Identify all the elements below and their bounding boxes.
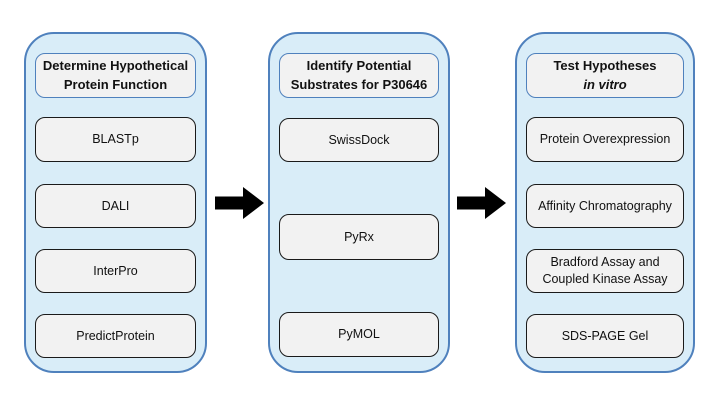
box-label: PyMOL xyxy=(338,327,380,342)
stage-container-determine-function: Determine Hypothetical Protein Function … xyxy=(24,32,207,373)
box-label: BLASTp xyxy=(92,132,139,147)
box-label: InterPro xyxy=(93,263,138,278)
stage-header-line-in-vitro: in vitro xyxy=(583,76,627,92)
box-bradford-coupled-kinase-assay: Bradford Assay and Coupled Kinase Assay xyxy=(526,249,684,293)
box-label: DALI xyxy=(101,198,130,213)
stage-header-determine-function: Determine Hypothetical Protein Function xyxy=(35,53,196,98)
box-protein-overexpression: Protein Overexpression xyxy=(526,117,684,162)
stage-header-line: Protein Function xyxy=(63,76,168,92)
stage-header-line: Determine Hypothetical xyxy=(42,58,189,74)
stage-header-test-hypotheses: Test Hypotheses in vitro xyxy=(526,53,684,98)
box-affinity-chromatography: Affinity Chromatography xyxy=(526,184,684,228)
stage-header-identify-substrates: Identify Potential Substrates for P30646 xyxy=(279,53,439,98)
box-label: PredictProtein xyxy=(76,328,155,343)
stage-container-identify-substrates: Identify Potential Substrates for P30646… xyxy=(268,32,450,373)
box-dali: DALI xyxy=(35,184,196,228)
box-predictprotein: PredictProtein xyxy=(35,314,196,358)
stage-header-line: Identify Potential xyxy=(306,58,412,74)
box-label: Protein Overexpression xyxy=(539,132,671,147)
box-label: SDS-PAGE Gel xyxy=(561,328,649,343)
box-label: PyRx xyxy=(344,229,374,244)
box-pyrx: PyRx xyxy=(279,214,439,260)
stage-header-line: Substrates for P30646 xyxy=(290,76,428,92)
stage-header-line: Test Hypotheses xyxy=(553,58,657,74)
box-label: Bradford Assay and Coupled Kinase Assay xyxy=(542,255,668,286)
box-pymol: PyMOL xyxy=(279,312,439,357)
box-interpro: InterPro xyxy=(35,249,196,293)
box-swissdock: SwissDock xyxy=(279,118,439,162)
stage-container-test-hypotheses: Test Hypotheses in vitro Protein Overexp… xyxy=(515,32,695,373)
box-blastp: BLASTp xyxy=(35,117,196,162)
box-label: SwissDock xyxy=(328,132,390,147)
right-arrow-icon xyxy=(215,187,264,219)
box-sds-page-gel: SDS-PAGE Gel xyxy=(526,314,684,358)
box-label: Affinity Chromatography xyxy=(538,198,672,213)
right-arrow-icon xyxy=(457,187,506,219)
